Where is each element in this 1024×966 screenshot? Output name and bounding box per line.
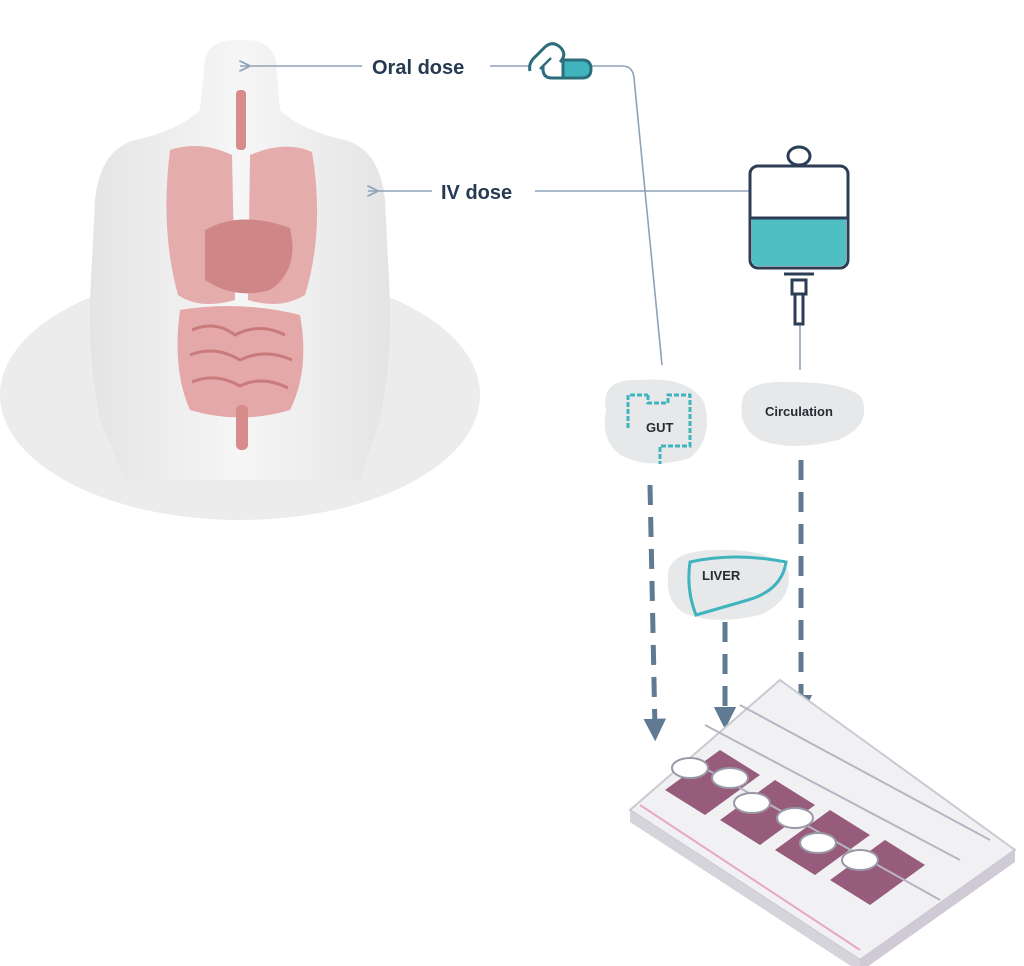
gut-label: GUT	[646, 420, 674, 435]
circulation-label: Circulation	[765, 404, 833, 419]
gut-icon	[626, 393, 692, 464]
iv-bag-icon	[748, 145, 850, 326]
oral-dose-connector	[240, 66, 663, 366]
human-body-icon	[0, 39, 480, 520]
dashed-arrows	[643, 460, 813, 742]
multiwell-plate-icon	[628, 678, 1017, 966]
liver-node: LIVER	[667, 549, 789, 620]
gut-to-plate-arrow	[643, 484, 667, 742]
gut-node: GUT	[604, 379, 707, 464]
iv-dose-connector	[368, 191, 801, 370]
iv-dose-label: IV dose	[441, 182, 512, 204]
oral-dose-label: Oral dose	[372, 57, 464, 79]
circulation-node: Circulation	[741, 381, 865, 446]
pill-capsule-icon	[528, 42, 593, 80]
liver-icon	[687, 555, 788, 617]
liver-label: LIVER	[702, 568, 741, 583]
